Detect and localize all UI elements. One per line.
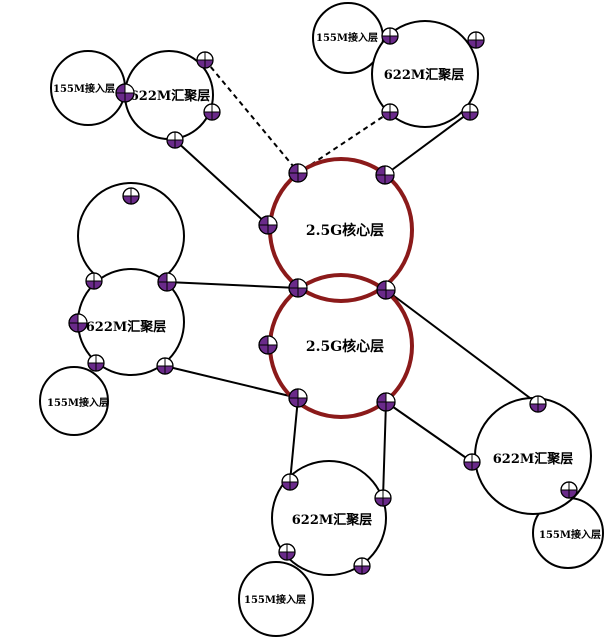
label-agg-right: 622M汇聚层 — [493, 452, 574, 467]
node-agg-bottom-top-left[interactable] — [281, 473, 299, 491]
link-core-agg-right-a — [385, 289, 539, 405]
node-agg-mid-left-bottom[interactable] — [156, 357, 174, 375]
label-acc-top-right: 155M接入层 — [316, 31, 378, 44]
node-agg-top-right-access[interactable] — [381, 27, 399, 45]
label-core-bottom: 2.5G核心层 — [306, 338, 384, 355]
label-agg-top-left: 622M汇聚层 — [130, 89, 211, 104]
node-core-bottom-lower-right[interactable] — [376, 392, 396, 412]
label-agg-top-right: 622M汇聚层 — [384, 68, 465, 83]
node-agg-top-right-top[interactable] — [467, 31, 485, 49]
node-agg-top-right-right[interactable] — [461, 103, 479, 121]
node-agg-top-left-top[interactable] — [196, 51, 214, 69]
node-core-bottom-left[interactable] — [258, 335, 278, 355]
node-core-top-upper-right[interactable] — [375, 165, 395, 185]
node-agg-top-right-left[interactable] — [381, 103, 399, 121]
agg-ring-bottom — [271, 460, 387, 576]
node-core-top-left[interactable] — [258, 215, 278, 235]
agg-ring-top-right — [371, 20, 479, 128]
node-core-junction-left[interactable] — [288, 278, 308, 298]
node-core-bottom-lower-left[interactable] — [288, 388, 308, 408]
access-rings — [39, 2, 604, 637]
aggregation-rings — [77, 20, 592, 576]
access-ring-bottom — [238, 561, 314, 637]
label-agg-mid-left: 622M汇聚层 — [86, 320, 167, 335]
link-core-agg-right-b — [385, 401, 473, 463]
node-core-top-upper-left[interactable] — [288, 163, 308, 183]
node-agg-right-access[interactable] — [560, 481, 578, 499]
link-agg-mid-left-core-b — [164, 365, 299, 399]
label-acc-top-left: 155M接入层 — [53, 82, 115, 95]
link-agg-mid-left-core-a — [166, 281, 299, 289]
label-core-top: 2.5G核心层 — [306, 222, 384, 239]
ring-labels: 2.5G核心层 2.5G核心层 622M汇聚层 622M汇聚层 622M汇聚层 … — [47, 31, 601, 606]
node-agg-mid-left-junction-right[interactable] — [157, 272, 177, 292]
node-agg-mid-left-top[interactable] — [122, 187, 140, 205]
label-acc-mid-left: 155M接入层 — [47, 396, 109, 409]
node-agg-bottom-access[interactable] — [278, 543, 296, 561]
node-agg-top-left-access[interactable] — [115, 83, 135, 103]
link-core-agg-bottom-b — [382, 401, 387, 499]
link-agg-top-left-core — [174, 139, 269, 226]
access-ring-mid-left — [39, 366, 109, 436]
link-agg-top-right-core — [384, 111, 471, 176]
node-agg-top-left-right[interactable] — [203, 103, 221, 121]
node-agg-mid-left-junction-left[interactable] — [85, 272, 103, 290]
link-core-agg-bottom-a — [289, 397, 299, 483]
label-acc-bottom: 155M接入层 — [244, 593, 306, 606]
node-core-junction-right[interactable] — [376, 280, 396, 300]
node-agg-bottom-right[interactable] — [353, 557, 371, 575]
node-agg-right-left[interactable] — [463, 453, 481, 471]
node-agg-right-top[interactable] — [529, 395, 547, 413]
node-agg-mid-left-access[interactable] — [87, 354, 105, 372]
links — [164, 59, 539, 499]
label-agg-bottom: 622M汇聚层 — [292, 513, 373, 528]
node-agg-mid-left-side[interactable] — [68, 313, 88, 333]
label-acc-right: 155M接入层 — [539, 528, 601, 541]
node-agg-bottom-top-right[interactable] — [374, 489, 392, 507]
node-agg-top-left-bottom[interactable] — [166, 131, 184, 149]
dashed-link-top-left — [204, 59, 299, 173]
